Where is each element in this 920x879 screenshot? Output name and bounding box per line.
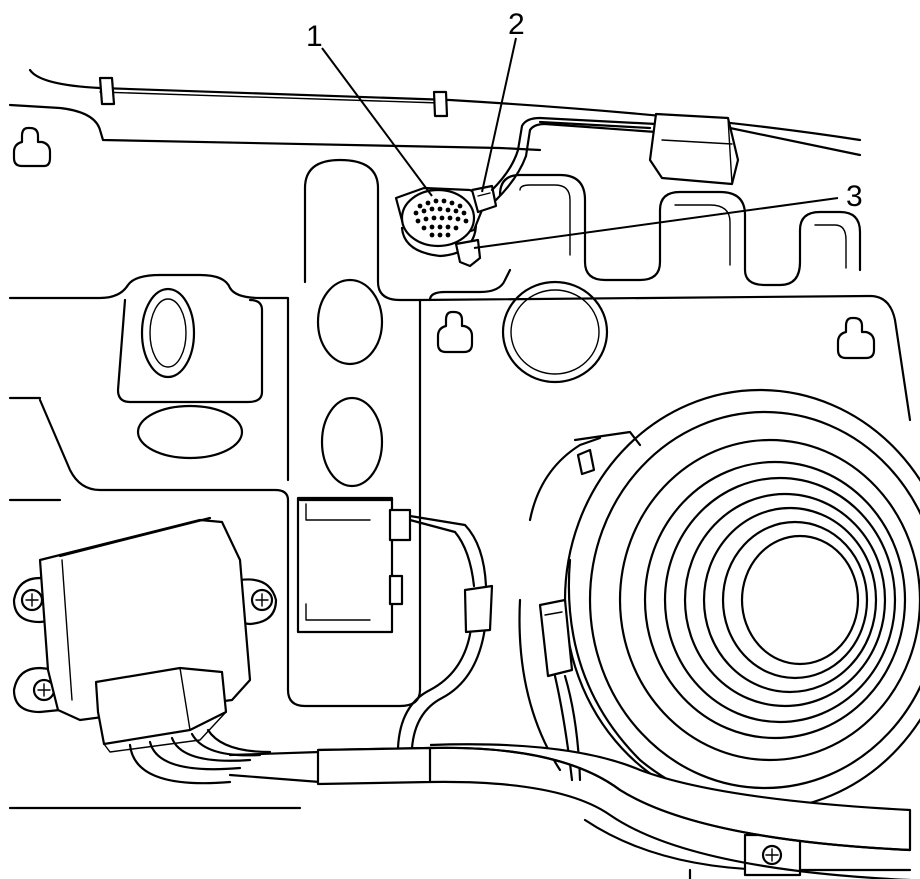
mounting-tab bbox=[454, 238, 482, 268]
keyhole-holes bbox=[12, 126, 876, 360]
callout-2-label: 2 bbox=[508, 8, 525, 41]
callout-1-label: 1 bbox=[306, 20, 323, 53]
round-opening bbox=[501, 280, 609, 384]
callout-1-leader bbox=[321, 47, 433, 197]
buzzer-component bbox=[394, 112, 740, 268]
buzzer-body bbox=[400, 188, 476, 248]
control-unit bbox=[296, 496, 412, 634]
upper-panel-edges bbox=[8, 68, 862, 157]
keyhole-hole-center bbox=[436, 310, 474, 354]
left-module bbox=[12, 516, 278, 785]
buzzer-grille bbox=[413, 198, 469, 238]
callout-2-leader bbox=[481, 37, 517, 193]
keyhole-hole-right bbox=[836, 316, 876, 360]
oval-opening-4 bbox=[320, 396, 384, 488]
oval-opening-3 bbox=[316, 278, 384, 366]
wiring-harness bbox=[228, 514, 912, 879]
keyhole-hole-left bbox=[12, 126, 52, 168]
speaker-assembly bbox=[518, 388, 920, 832]
callouts: 1 2 3 bbox=[306, 8, 863, 249]
panel-stampings bbox=[8, 158, 912, 708]
callout-3-leader bbox=[473, 197, 839, 249]
oval-opening-2 bbox=[136, 404, 244, 460]
callout-3-label: 3 bbox=[846, 180, 863, 213]
upper-harness-connector bbox=[648, 112, 740, 186]
speaker-connector bbox=[538, 598, 574, 678]
top-edge-clips bbox=[98, 76, 449, 118]
